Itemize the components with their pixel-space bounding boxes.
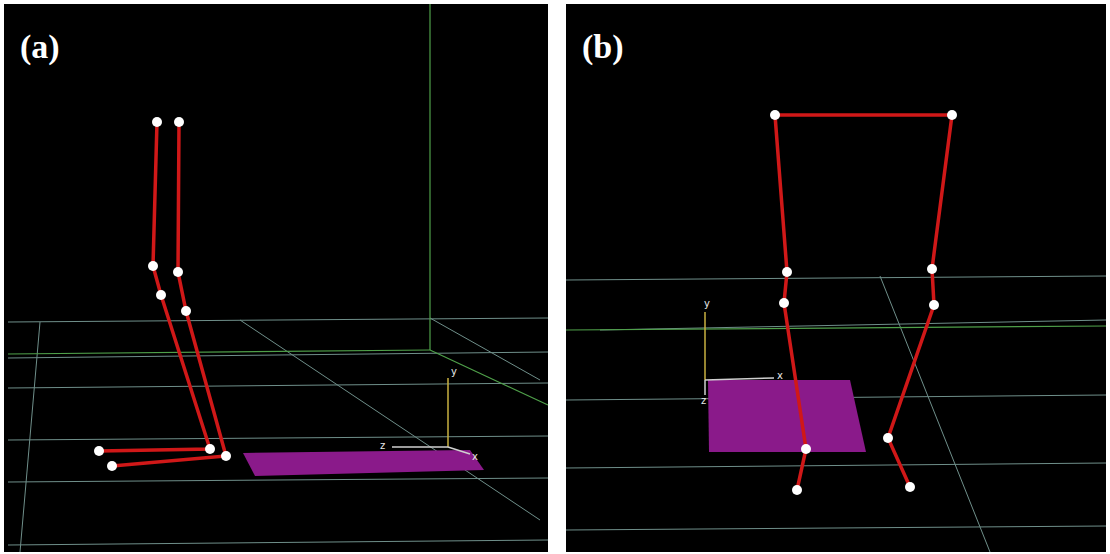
- axis-triad: [392, 378, 470, 454]
- panel-label: (a): [20, 30, 60, 64]
- panel-a-ground: [4, 4, 548, 552]
- axis-triad: [705, 312, 774, 395]
- wall-grid: [566, 326, 1106, 330]
- axis-label: z: [701, 396, 706, 406]
- joint-markers: [94, 117, 231, 471]
- axis-label: z: [380, 441, 385, 451]
- axis-label: y: [704, 299, 710, 309]
- leg-skeleton: [99, 122, 226, 466]
- wall-grid: [8, 4, 548, 405]
- force-plate: [243, 450, 484, 476]
- joint-markers: [770, 110, 957, 495]
- floor-grid: [566, 276, 1106, 552]
- axis-label: x: [472, 452, 478, 462]
- axis-label: y: [451, 367, 457, 377]
- panel-label: (b): [582, 30, 624, 64]
- axis-label: x: [777, 371, 783, 381]
- force-plate: [708, 380, 866, 452]
- floor-grid: [8, 318, 548, 552]
- leg-skeleton: [775, 115, 952, 490]
- panel-b-ground: [566, 4, 1106, 552]
